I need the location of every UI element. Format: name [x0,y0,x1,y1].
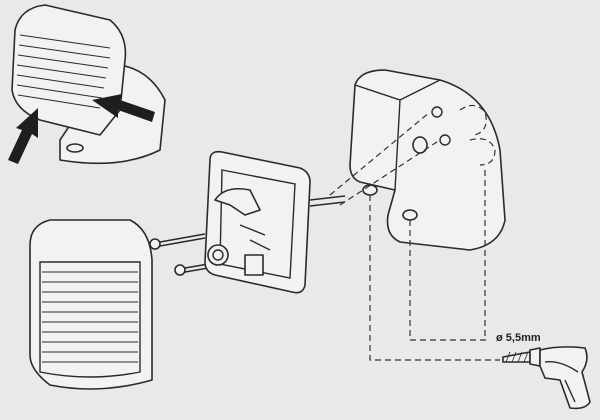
drill-bit-size-label: ø 5,5mm [496,332,541,344]
tilted-lamp-illustration [8,4,166,165]
arrow-icon [8,108,38,164]
screw-illustration [149,233,221,276]
alignment-guides [329,111,500,361]
wall-mount-block-illustration [349,69,506,251]
mounting-plate-illustration [204,150,346,294]
arrow-icon [92,94,155,122]
drill-icon [502,346,591,410]
lamp-housing-illustration [29,219,153,390]
